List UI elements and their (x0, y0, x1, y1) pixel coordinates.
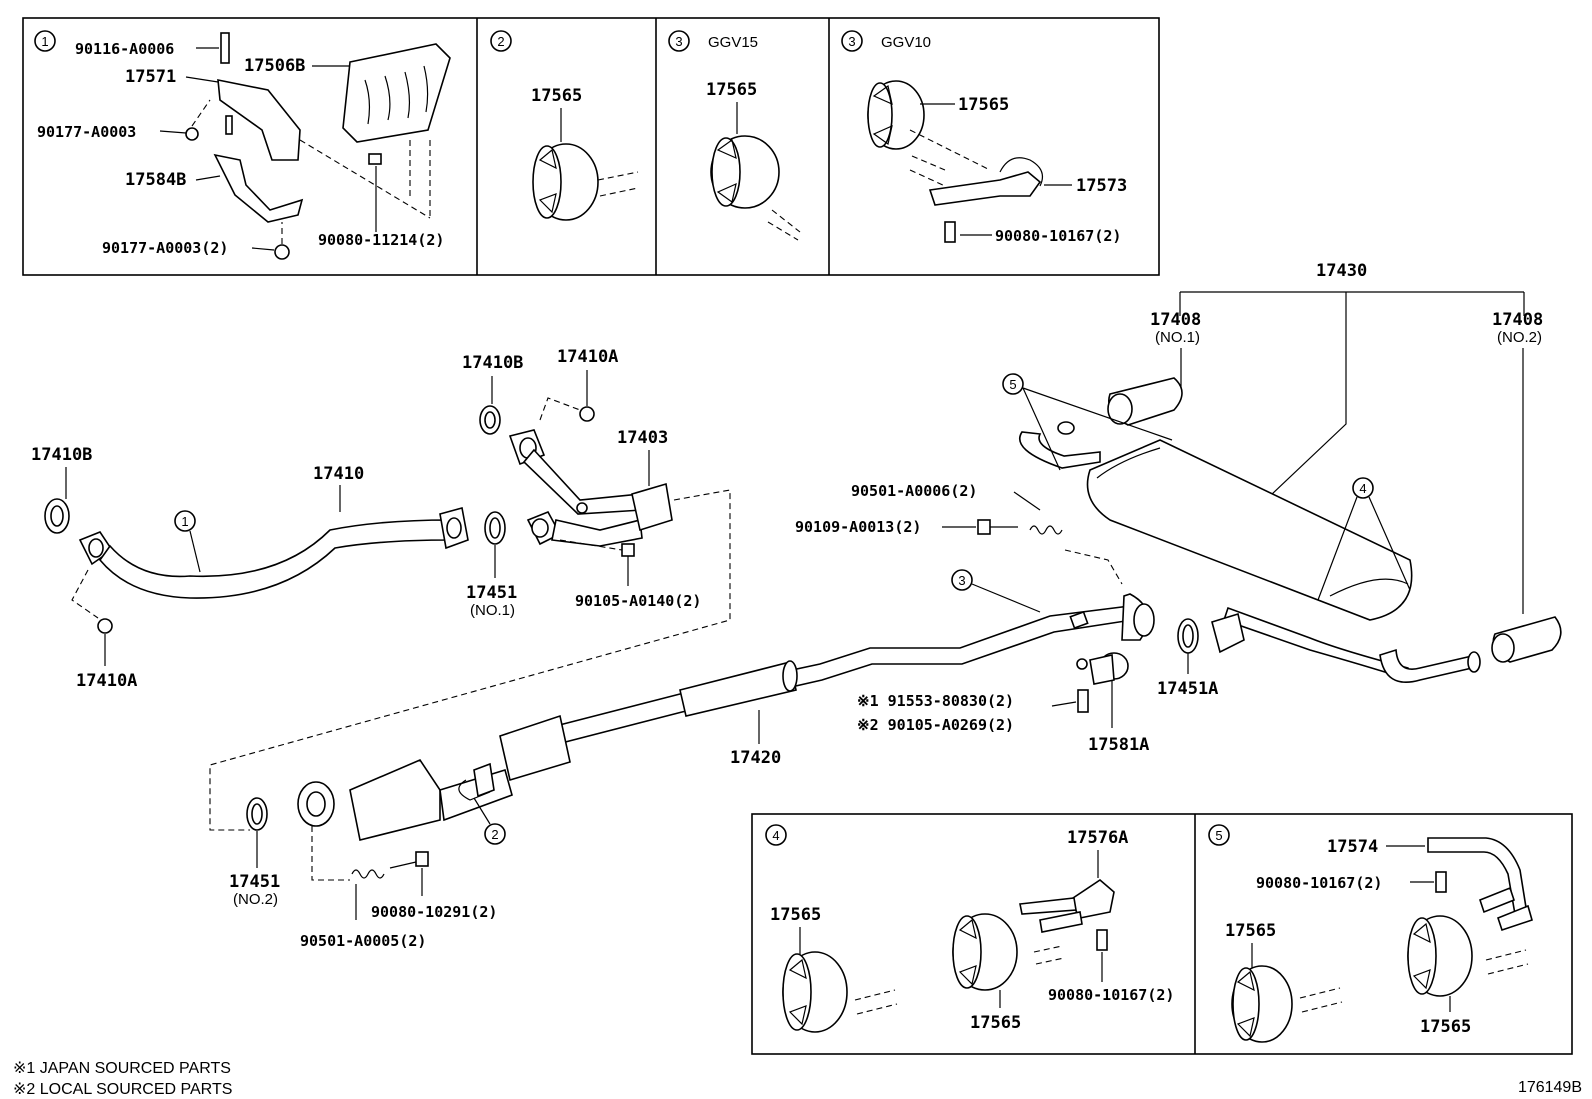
label-17581A: 17581A (1088, 735, 1149, 755)
callout-5: 5 (1215, 828, 1222, 843)
label-90080-10167-inset4: 90080-10167(2) (1048, 986, 1174, 1004)
sensor-17581A: 17581A ※1 91553-80830(2) ※2 90105-A0269(… (857, 652, 1149, 755)
muffler-shape (1086, 439, 1413, 621)
inset-2: 2 17565 (490, 30, 639, 221)
label-90080-10291: 90080-10291(2) (371, 903, 497, 921)
label-17576A: 17576A (1067, 828, 1128, 848)
assembly-17430: 17430 17408 (NO.1) 17408 (NO.2) 5 4 (1002, 261, 1562, 683)
heat-insulator-shape (342, 43, 451, 143)
label-17565-ggv15: 17565 (706, 80, 757, 100)
inset-4: 4 17565 17576A 90080-10167(2) 17565 (765, 824, 1174, 1033)
label-GGV10: GGV10 (881, 34, 931, 51)
label-17408-no2: 17408 (1492, 310, 1543, 330)
label-17584B: 17584B (125, 170, 186, 190)
label-17408-no2-sub: (NO.2) (1497, 329, 1542, 346)
label-17451A: 17451A (1157, 679, 1218, 699)
callout-2-main: 2 (491, 827, 498, 842)
inset-1: 1 90116-A0006 17571 17506B 90177-A0003 1… (34, 30, 451, 260)
callout-1: 1 (41, 34, 48, 49)
label-17573: 17573 (1076, 176, 1127, 196)
front-pipe-17410: 17410B 17410 1 17410A (31, 445, 469, 691)
hardware-front-joint: 17451 (NO.2) 90501-A0005(2) 90080-10291(… (229, 797, 497, 950)
label-17571: 17571 (125, 67, 176, 87)
label-90501-A0006: 90501-A0006(2) (851, 482, 977, 500)
callout-2: 2 (497, 34, 504, 49)
inset-boxes-top (22, 17, 1160, 276)
pipe-17403: 17410B 17410A 17403 90105-A0140(2) 17451… (209, 347, 731, 831)
callout-4: 4 (772, 828, 779, 843)
label-17403: 17403 (617, 428, 668, 448)
gasket-17451A: 17451A (1157, 618, 1218, 699)
bracket-17584B-shape (213, 153, 304, 223)
label-17430: 17430 (1316, 261, 1367, 281)
label-90177-A0003-2: 90177-A0003(2) (102, 239, 228, 257)
label-17410A-1: 17410A (557, 347, 618, 367)
label-17451-no2-sub: (NO.2) (233, 891, 278, 908)
inset-5: 5 17574 90080-10167(2) 17565 17565 (1208, 824, 1533, 1043)
label-17420: 17420 (730, 748, 781, 768)
callout-1-main: 1 (181, 514, 188, 529)
label-17451-no2: 17451 (229, 872, 280, 892)
callout-4-main: 4 (1359, 481, 1366, 496)
label-17506B: 17506B (244, 56, 305, 76)
inset-boxes-bottom (751, 813, 1573, 1055)
label-90080-10167-inset5: 90080-10167(2) (1256, 874, 1382, 892)
diagram-id: 176149B (1518, 1079, 1582, 1096)
bracket-17573-shape (928, 171, 1042, 206)
label-17451-no1-sub: (NO.1) (470, 602, 515, 619)
label-17410: 17410 (313, 464, 364, 484)
label-91553-80830: ※1 91553-80830(2) (857, 692, 1014, 710)
callout-3-a: 3 (675, 34, 682, 49)
label-17565-ggv10: 17565 (958, 95, 1009, 115)
label-17408-no1: 17408 (1150, 310, 1201, 330)
label-90080-10167-ggv10: 90080-10167(2) (995, 227, 1121, 245)
label-90177-A0003: 90177-A0003 (37, 123, 136, 141)
resonator-shape (679, 661, 797, 717)
label-90109-A0013: 90109-A0013(2) (795, 518, 921, 536)
note-local-sourced: ※2 LOCAL SOURCED PARTS (13, 1081, 232, 1098)
label-17565-inset5-a: 17565 (1225, 921, 1276, 941)
label-17565-inset4-a: 17565 (770, 905, 821, 925)
inset-3-ggv10: 3 GGV10 17565 17573 90080-10167(2) (841, 30, 1127, 245)
label-17574: 17574 (1327, 837, 1378, 857)
label-17565-inset4-b: 17565 (970, 1013, 1021, 1033)
stud-shape (220, 32, 230, 64)
label-17565-inset5-b: 17565 (1420, 1017, 1471, 1037)
callout-3-b: 3 (848, 34, 855, 49)
note-japan-sourced: ※1 JAPAN SOURCED PARTS (13, 1060, 231, 1077)
label-17565: 17565 (531, 86, 582, 106)
label-17410B-1: 17410B (462, 353, 523, 373)
label-17408-no1-sub: (NO.1) (1155, 329, 1200, 346)
center-pipe-17420: 17420 2 3 (297, 569, 1155, 845)
label-90105-A0269: ※2 90105-A0269(2) (857, 716, 1014, 734)
label-90116-A0006: 90116-A0006 (75, 40, 174, 58)
bracket-17571-shape (217, 79, 301, 161)
label-90080-11214: 90080-11214(2) (318, 231, 444, 249)
label-17451-no1: 17451 (466, 583, 517, 603)
label-GGV15: GGV15 (708, 34, 758, 51)
label-17410B-2: 17410B (31, 445, 92, 465)
callout-5-main: 5 (1009, 377, 1016, 392)
label-90501-A0005: 90501-A0005(2) (300, 932, 426, 950)
label-17410A-2: 17410A (76, 671, 137, 691)
hardware-rear-joint: 90501-A0006(2) 90109-A0013(2) (795, 482, 1123, 585)
label-90105-A0140: 90105-A0140(2) (575, 592, 701, 610)
inset-3-ggv15: 3 GGV15 17565 (668, 30, 801, 241)
catalytic-converter-shape (349, 759, 441, 841)
callout-3-main: 3 (958, 573, 965, 588)
